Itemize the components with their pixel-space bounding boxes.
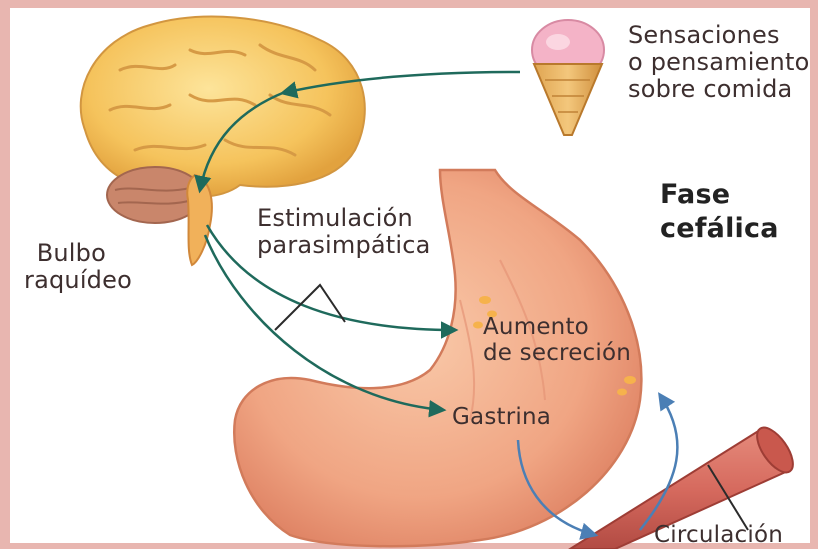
gastrin-label: Gastrina bbox=[452, 405, 551, 431]
medulla-label: Bulbo raquídeo bbox=[24, 240, 106, 294]
secretion-label: Aumento de secreción bbox=[483, 315, 631, 367]
secretion-droplet bbox=[479, 296, 491, 304]
secretion-droplet bbox=[473, 322, 483, 329]
sensations-label: Sensaciones o pensamiento sobre comida bbox=[628, 22, 809, 103]
secretion-droplet bbox=[617, 389, 627, 396]
stimulation-label: Estimulación parasimpática bbox=[257, 205, 431, 259]
secretion-droplet bbox=[624, 376, 636, 384]
phase-title: Fase cefálica bbox=[660, 178, 779, 246]
circulation-label: Circulación bbox=[654, 523, 783, 549]
